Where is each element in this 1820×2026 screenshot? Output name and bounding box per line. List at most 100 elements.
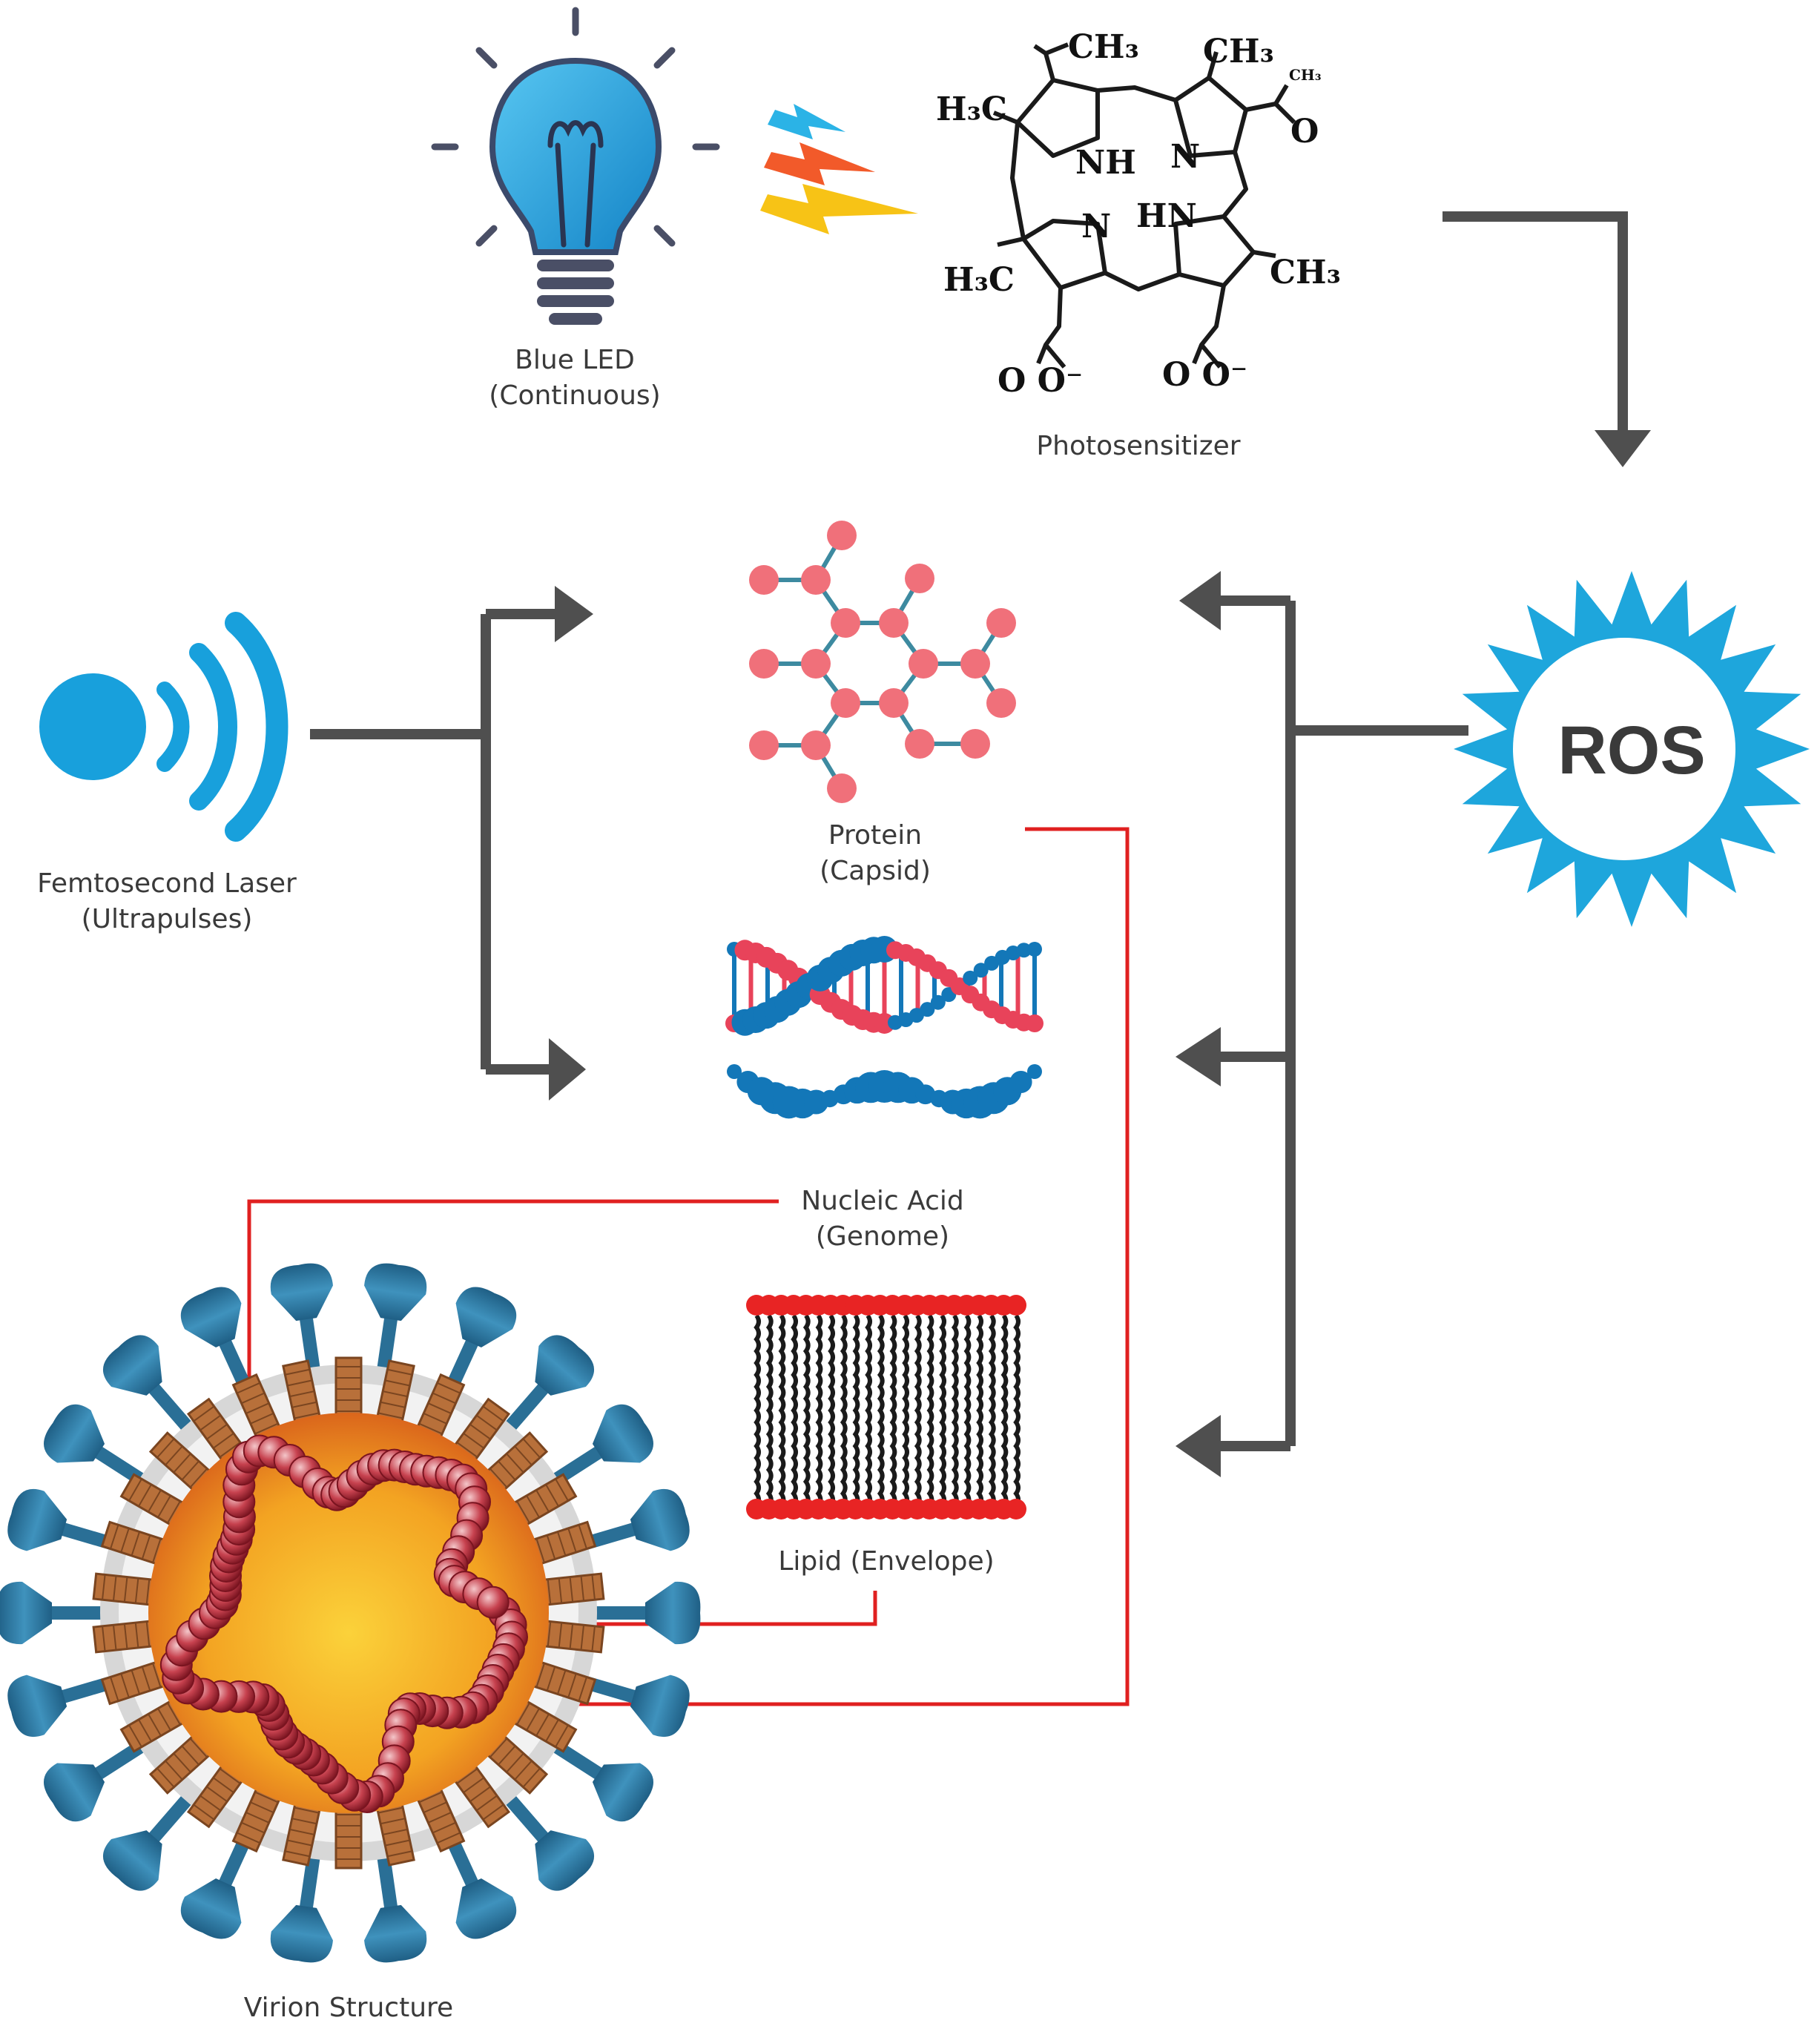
lipid-tail [889, 1314, 897, 1507]
lipid-tail [778, 1314, 786, 1507]
atom-label: O O⁻ [998, 362, 1083, 400]
lipid-tail [902, 1314, 909, 1507]
lipid-tail [791, 1314, 798, 1507]
lipid-tail [1000, 1314, 1009, 1507]
atom-label: N [1081, 208, 1111, 245]
rna-bead [727, 1064, 742, 1079]
spike [364, 1847, 427, 1963]
dna-bead [1026, 1014, 1043, 1032]
protein-sub: (Capsid) [820, 856, 931, 886]
membrane-protein [539, 1572, 605, 1607]
dna-bead [963, 970, 978, 986]
dna-bead [930, 994, 946, 1010]
membrane-protein [375, 1359, 415, 1428]
nucleic-acid-name: Nucleic Acid [801, 1186, 964, 1216]
membrane-protein [282, 1798, 322, 1867]
flow-arrows [310, 211, 1628, 1451]
nucleic-acid-label: Nucleic Acid (Genome) [779, 1184, 986, 1255]
membrane-protein [231, 1373, 283, 1442]
membrane-protein [375, 1798, 415, 1867]
lipid-tail [988, 1314, 996, 1507]
rna-bead [915, 1084, 936, 1105]
lipid-tail [1013, 1314, 1021, 1507]
virion-illustration [0, 1263, 701, 1963]
rna-bead [1009, 1071, 1032, 1094]
membrane-protein [334, 1806, 363, 1870]
atom-label: CH₃ [1068, 28, 1139, 66]
membrane-protein [539, 1619, 605, 1654]
lipid-tail [877, 1314, 885, 1507]
atom-label: CH₃ [1289, 66, 1322, 84]
arrow-heads [549, 430, 1651, 1477]
virion-label: Virion Structure [243, 1993, 454, 2023]
atom-label: O O⁻ [1162, 356, 1247, 394]
membrane-protein [334, 1356, 363, 1420]
nucleic-acid-sub: (Genome) [815, 1221, 950, 1252]
photosensitizer-label: Photosensitizer [1036, 431, 1241, 461]
rna-bead [1027, 1064, 1042, 1079]
atom-label: CH₃ [1270, 254, 1341, 291]
lipid-tail [951, 1314, 959, 1507]
spike [270, 1847, 333, 1963]
laser-label: Femtosecond Laser (Ultrapulses) [22, 866, 311, 937]
lipid-tail [815, 1314, 823, 1507]
lipid-tail [926, 1314, 934, 1507]
dna-bead [920, 1002, 935, 1017]
spike [102, 1335, 199, 1439]
ros-burst: ROS [1454, 571, 1810, 927]
laser-mode: (Ultrapulses) [81, 904, 253, 934]
lipid-tail [828, 1314, 835, 1507]
atom-label: HN [1136, 197, 1197, 235]
arrow-to-ros [1443, 211, 1628, 430]
genome-bead [476, 1586, 510, 1619]
lipid-tail [865, 1314, 872, 1507]
protein-network-icon [749, 521, 1016, 803]
membrane-protein [92, 1572, 158, 1607]
spike [364, 1263, 427, 1379]
lipid-tail [840, 1314, 848, 1507]
membrane-protein [100, 1659, 169, 1706]
lipid-tail [914, 1314, 922, 1507]
ros-label: ROS [1557, 713, 1705, 788]
laser-wave-icon [39, 612, 289, 842]
dna-bead [1016, 943, 1032, 958]
lipid-bilayer-icon [746, 1295, 1026, 1520]
lightning-icon [760, 104, 918, 234]
photosensitizer-structure [992, 42, 1296, 369]
spike [498, 1335, 595, 1439]
lipid-tail [939, 1314, 946, 1507]
membrane-protein [92, 1619, 158, 1654]
lipid-head [1006, 1295, 1026, 1316]
connector-protein [475, 827, 1130, 1706]
dna-bead [1027, 942, 1042, 957]
lipid-tail [765, 1314, 774, 1507]
laser-name: Femtosecond Laser [37, 868, 297, 899]
atom-label: O [1290, 113, 1319, 151]
blue-led-mode: (Continuous) [489, 380, 661, 411]
lipid-tail [976, 1314, 983, 1507]
protein-name: Protein [828, 820, 923, 851]
atom-label: NH [1075, 144, 1136, 182]
atom-label: H₃C [936, 90, 1007, 128]
lipid-tail [802, 1314, 811, 1507]
lipid-label: Lipid (Envelope) [778, 1546, 995, 1577]
spike [0, 1581, 111, 1645]
lipid-tail [963, 1314, 972, 1507]
spike [270, 1263, 333, 1379]
spike [498, 1787, 595, 1891]
blue-led-label: Blue LED (Continuous) [445, 343, 705, 414]
spike [102, 1787, 199, 1891]
dna-bead [973, 963, 989, 978]
membrane-protein [483, 1431, 549, 1494]
atom-label: CH₃ [1203, 33, 1274, 70]
lipid-tail [852, 1314, 860, 1507]
membrane-protein [483, 1732, 549, 1795]
lipid-head [1006, 1499, 1026, 1520]
lipid-tail [754, 1314, 761, 1507]
light-bulb-icon [431, 7, 720, 325]
spike [586, 1581, 701, 1645]
blue-led-name: Blue LED [515, 345, 635, 375]
membrane-protein [509, 1473, 578, 1528]
atom-label: H₃C [943, 261, 1015, 299]
